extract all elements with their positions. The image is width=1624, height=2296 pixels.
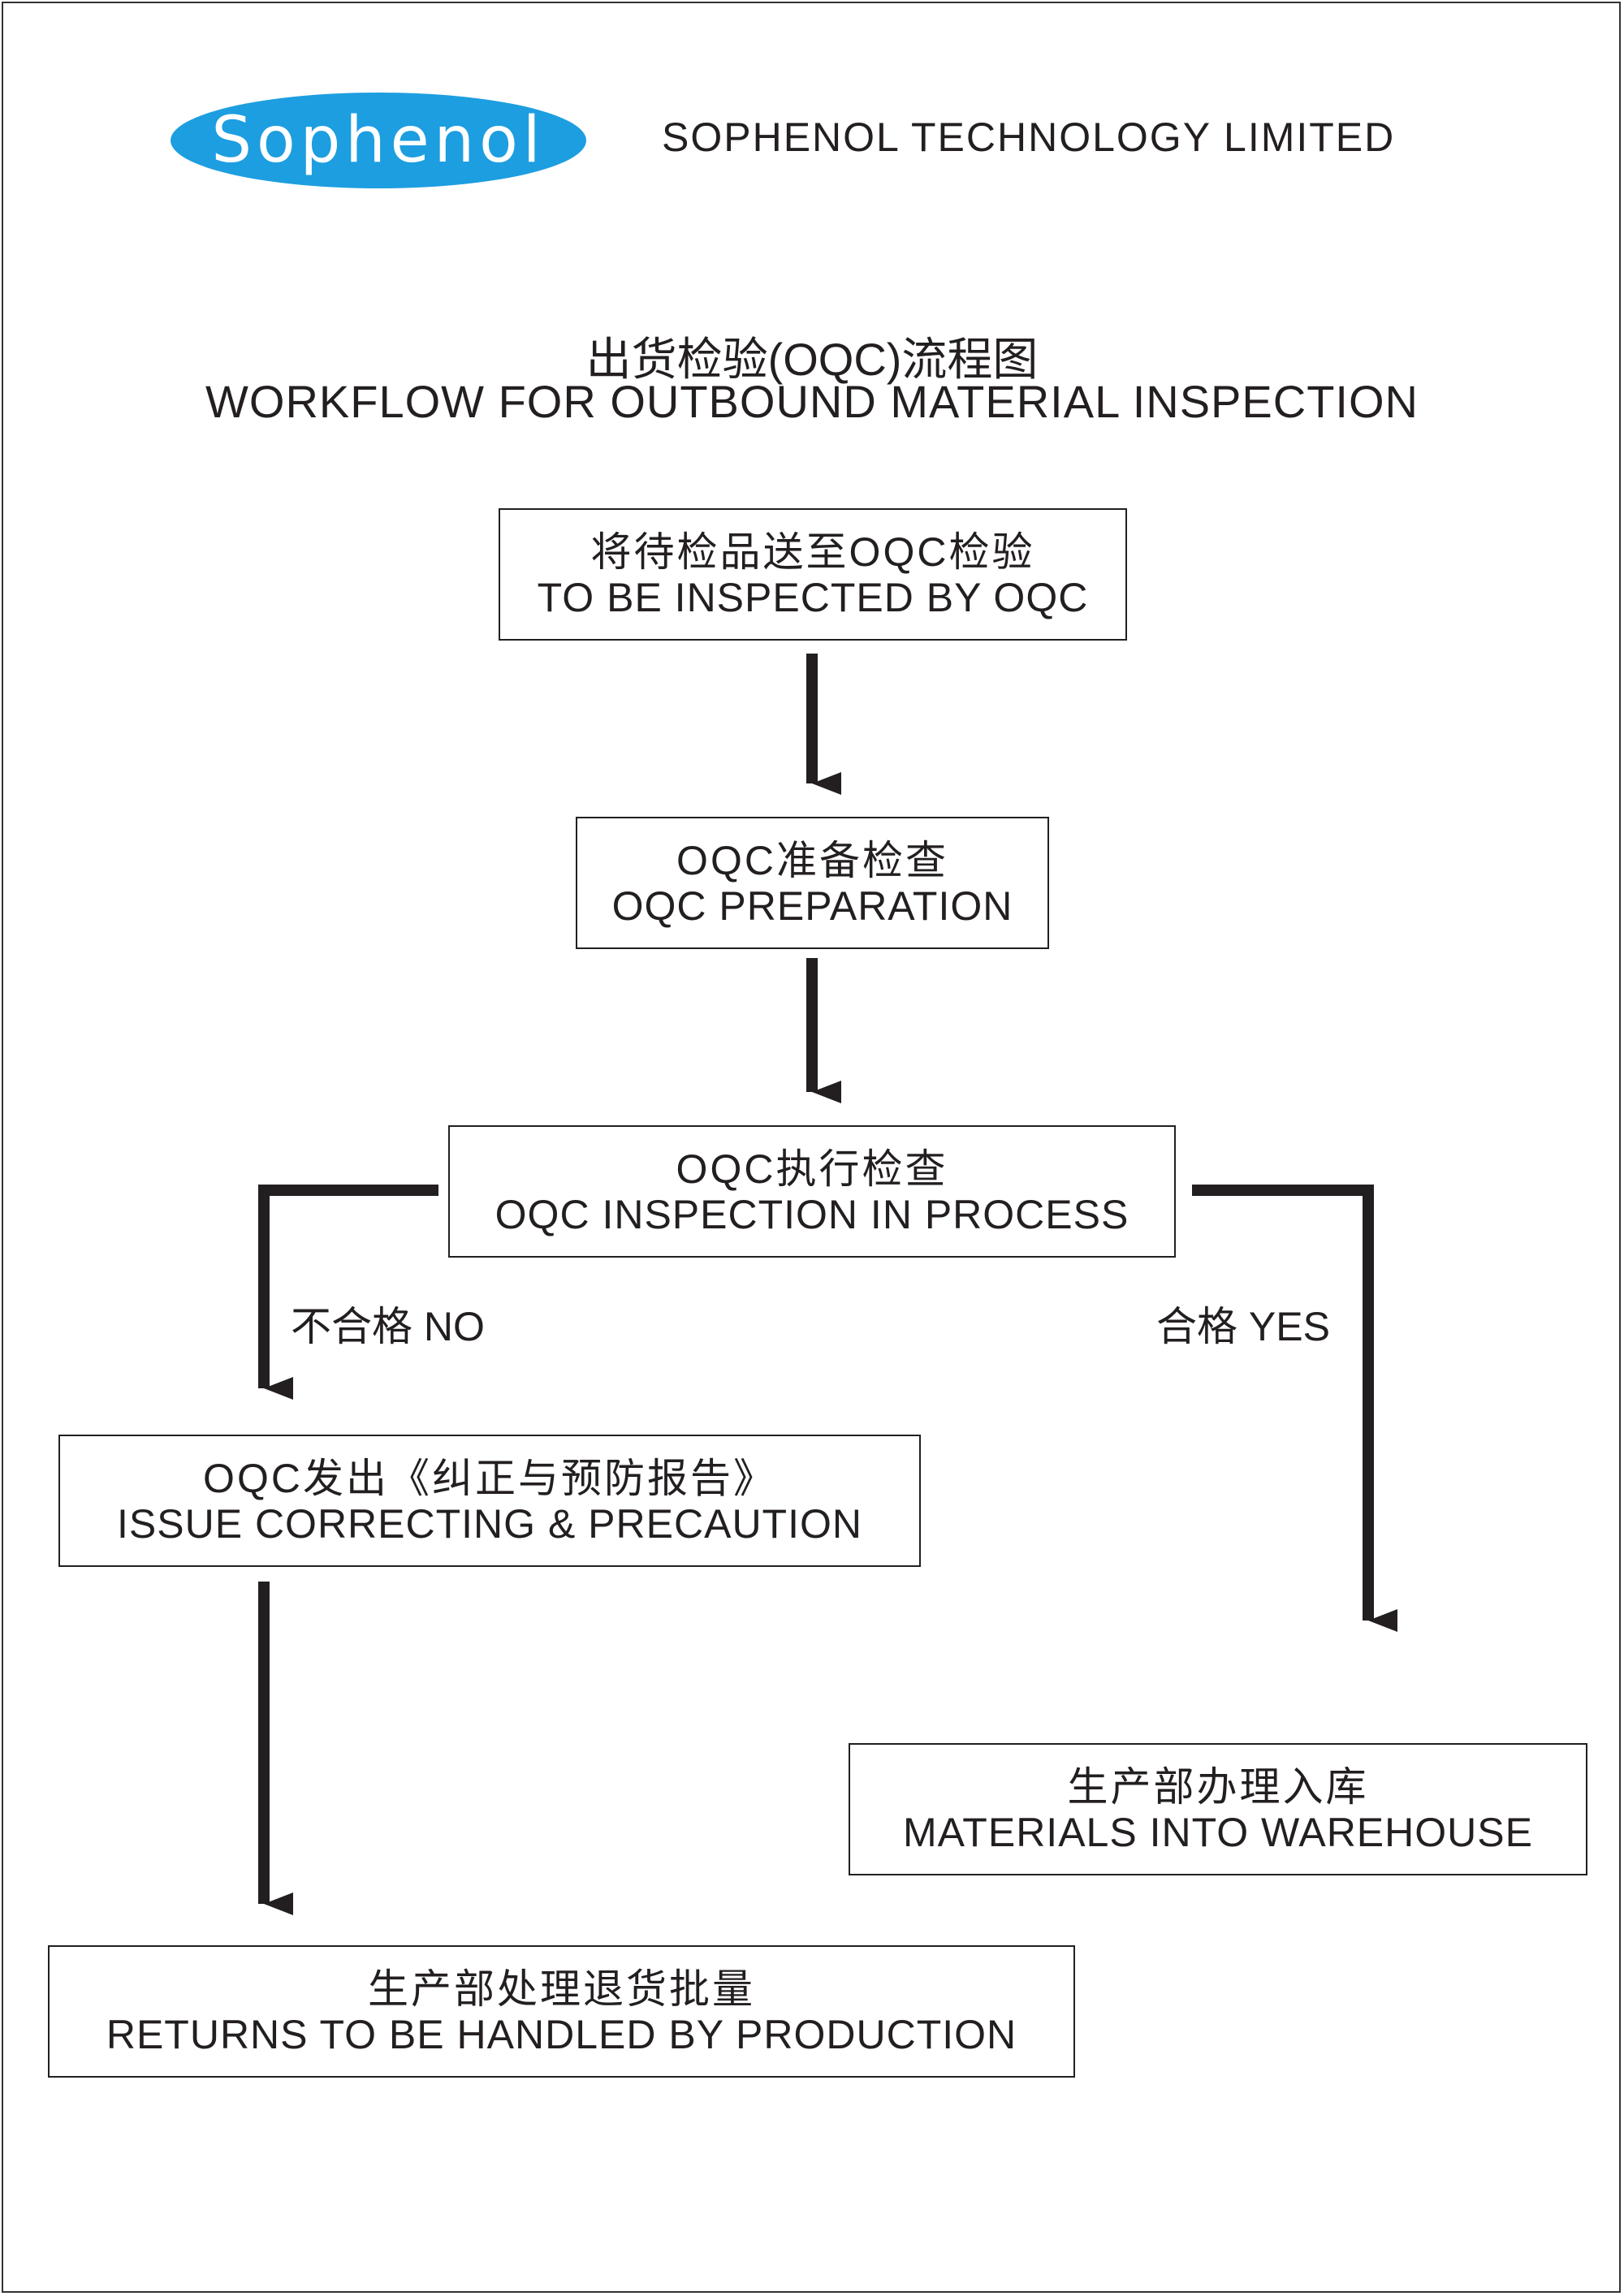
step-inspect-box: 将待检品送至OQC检验 TO BE INSPECTED BY OQC <box>499 508 1127 641</box>
step-warehouse-box: 生产部办理入库 MATERIALS INTO WAREHOUSE <box>849 1743 1587 1875</box>
step-inspect-en: TO BE INSPECTED BY OQC <box>537 574 1089 620</box>
branch-no-label: 不合格 NO <box>291 1304 485 1349</box>
step-returns-box: 生产部处理退货批量 RETURNS TO BE HANDLED BY PRODU… <box>48 1945 1075 2078</box>
step-preparation-en: OQC PREPARATION <box>611 883 1013 929</box>
step-process-cn: OQC执行检查 <box>676 1146 948 1192</box>
step-warehouse-cn: 生产部办理入库 <box>1067 1763 1369 1810</box>
step-inspect-cn: 将待检品送至OQC检验 <box>590 529 1035 575</box>
step-preparation-box: OQC准备检查 OQC PREPARATION <box>576 817 1049 949</box>
company-logo: Sophenol <box>171 93 586 188</box>
step-process-box: OQC执行检查 OQC INSPECTION IN PROCESS <box>448 1125 1176 1258</box>
step-preparation-cn: OQC准备检查 <box>676 837 948 883</box>
step-returns-en: RETURNS TO BE HANDLED BY PRODUCTION <box>106 2011 1017 2057</box>
step-correcting-cn: OQC发出《纠正与预防报告》 <box>203 1455 776 1501</box>
step-warehouse-en: MATERIALS INTO WAREHOUSE <box>903 1809 1533 1855</box>
logo-text: Sophenol <box>211 104 546 177</box>
flowchart-title-cn: 出货检验(OQC)流程图 <box>585 334 1039 385</box>
branch-yes-label: 合格 YES <box>1156 1304 1330 1349</box>
step-returns-cn: 生产部处理退货批量 <box>368 1966 755 2012</box>
arrow-process-to-warehouse <box>1192 1185 1397 1632</box>
flowchart-title-en: WORKFLOW FOR OUTBOUND MATERIAL INSPECTIO… <box>205 376 1419 427</box>
step-process-en: OQC INSPECTION IN PROCESS <box>495 1191 1129 1237</box>
step-correcting-en: ISSUE CORRECTING & PRECAUTION <box>117 1500 862 1547</box>
arrow-process-to-correcting <box>258 1185 438 1400</box>
step-correcting-box: OQC发出《纠正与预防报告》 ISSUE CORRECTING & PRECAU… <box>58 1435 921 1567</box>
company-name: SOPHENOL TECHNOLOGY LIMITED <box>662 114 1396 160</box>
